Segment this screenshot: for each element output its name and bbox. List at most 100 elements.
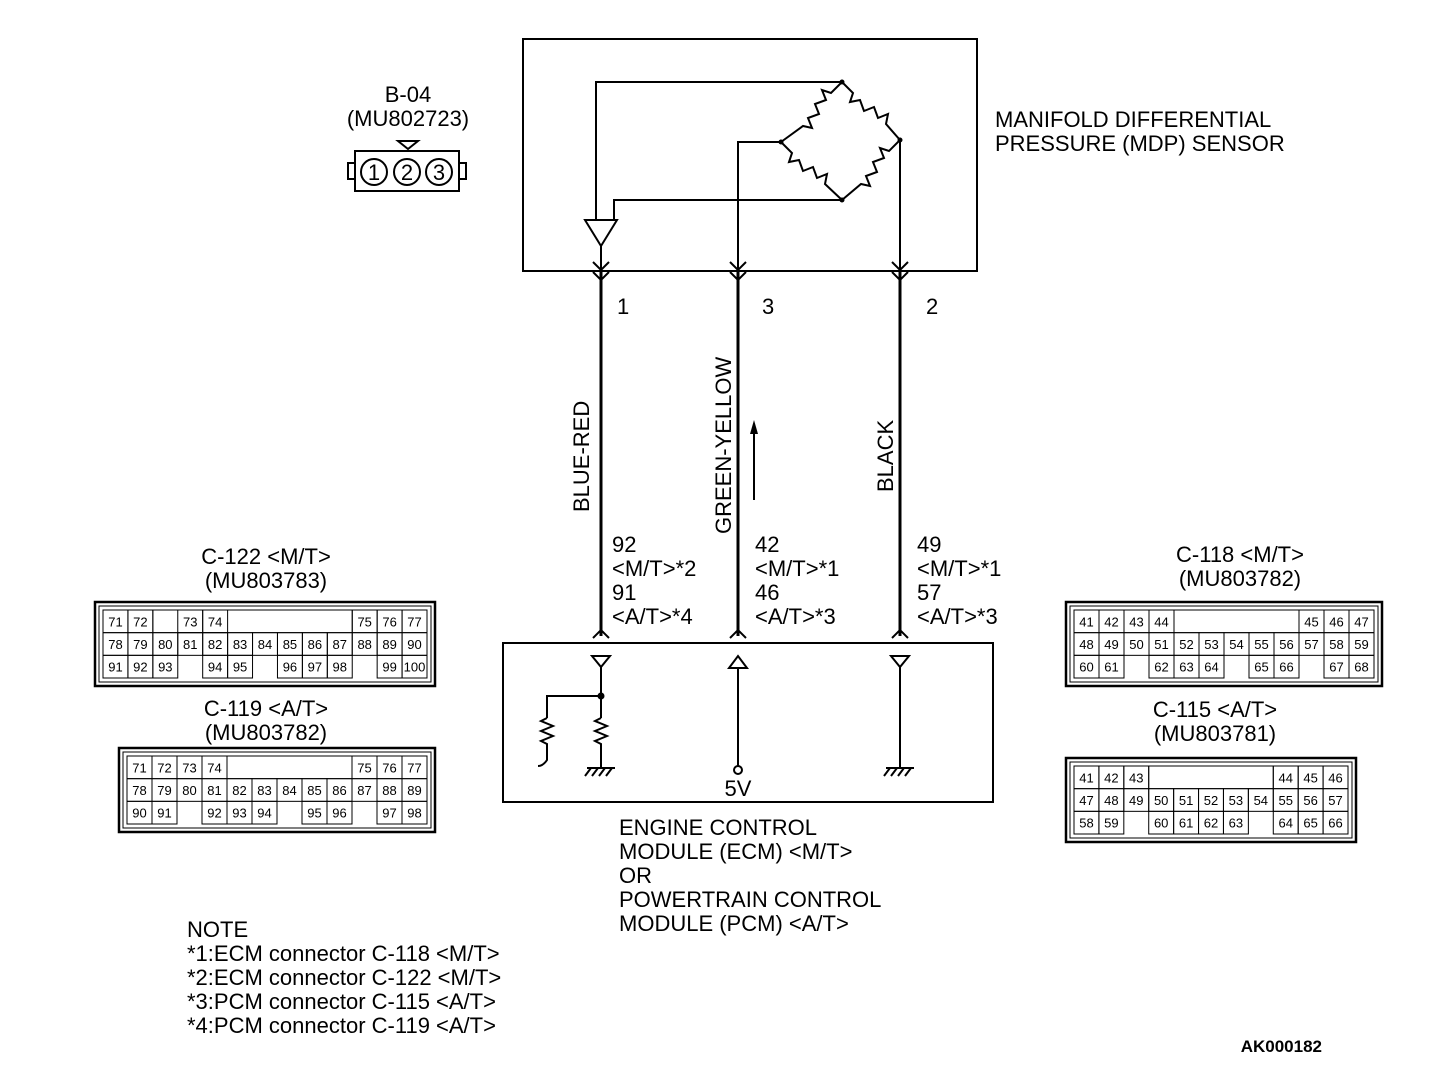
connector-pin-number: 80 [158, 637, 172, 652]
connector-pin-number: 58 [1079, 816, 1093, 831]
note-item: *3:PCM connector C-115 <A/T> [187, 989, 496, 1014]
connector-pin-number: 75 [357, 760, 371, 775]
connector-inner-outline [1069, 605, 1379, 683]
connector-pin-number: 97 [308, 660, 322, 675]
ecm-box [502, 642, 994, 803]
connector-pin-number: 52 [1204, 793, 1218, 808]
connector-pin-number: 49 [1104, 637, 1118, 652]
connector-inner-outline [1069, 761, 1353, 839]
connector-outline [93, 600, 437, 688]
connector-pin-number: 64 [1204, 660, 1218, 675]
connector-pin-label: 3 [433, 160, 445, 185]
connector-pin-number: 98 [333, 660, 347, 675]
connector-pin-number: 62 [1204, 816, 1218, 831]
ecm-label-line: MODULE (PCM) <A/T> [619, 911, 849, 936]
connector-pin-number: 63 [1179, 660, 1193, 675]
connector-pin-number: 53 [1204, 637, 1218, 652]
connector-pin-number: 61 [1104, 660, 1118, 675]
connector-cavity [1098, 654, 1125, 679]
connector-pin-number: 63 [1229, 816, 1243, 831]
connector-pin-number: 48 [1104, 793, 1118, 808]
connector-cavity [1222, 810, 1249, 835]
ecm-terminal-label: <M/T>*1 [755, 556, 839, 581]
ecm-label-line: POWERTRAIN CONTROL [619, 887, 881, 912]
connector-pin-number: 92 [207, 806, 221, 821]
connector-pin-number: 88 [357, 637, 371, 652]
connector-pin-number: 86 [308, 637, 322, 652]
connector-chevron-icon [729, 261, 747, 282]
connector-pin-number: 100 [404, 660, 426, 675]
mdp-sensor: MANIFOLD DIFFERENTIAL PRESSURE (MDP) SEN… [522, 38, 1285, 272]
connector-pin-number: 77 [407, 614, 421, 629]
sensor-connector-part: (MU802723) [347, 106, 469, 131]
connector-pin-number: 50 [1154, 793, 1168, 808]
connector-pin-number: 61 [1179, 816, 1193, 831]
connector-pin-number: 72 [157, 760, 171, 775]
sensor-name-line2: PRESSURE (MDP) SENSOR [995, 131, 1285, 156]
connector-title: C-119 <A/T> [204, 696, 328, 721]
connector-pin-number: 44 [1278, 770, 1292, 785]
ecm-terminal-label: 91 [612, 580, 636, 605]
ecm-terminal-label: 92 [612, 532, 636, 557]
connector-key-icon [395, 140, 421, 151]
connector-pin-number: 52 [1179, 637, 1193, 652]
connector-pin-number: 82 [232, 783, 246, 798]
connector-pin-number: 56 [1303, 793, 1317, 808]
connector-pin-number: 71 [132, 760, 146, 775]
connector-pin-number: 82 [208, 637, 222, 652]
connector-lock-tab [152, 609, 353, 634]
connector-pin-number: 67 [1329, 660, 1343, 675]
connector-pin-number: 41 [1079, 614, 1093, 629]
connector-pin-number: 87 [357, 783, 371, 798]
connector-pin-number: 55 [1254, 637, 1268, 652]
connector-pin-number: 64 [1278, 816, 1292, 831]
connector-pin-number: 41 [1079, 770, 1093, 785]
ecm-label-line: ENGINE CONTROL [619, 815, 817, 840]
connector-pin-number: 54 [1254, 793, 1268, 808]
note-item: *2:ECM connector C-122 <M/T> [187, 965, 501, 990]
ecm-terminal-label: 57 [917, 580, 941, 605]
connector-cavity [401, 654, 428, 679]
connector-pin-number: 90 [407, 637, 421, 652]
connector-chevron-icon [592, 628, 610, 639]
connector-pin-number: 66 [1279, 660, 1293, 675]
connector-pin-number: 57 [1328, 793, 1342, 808]
connector-outline [117, 746, 437, 834]
connector-pin-number: 95 [307, 806, 321, 821]
connector-pin-number: 45 [1303, 770, 1317, 785]
connector-pin-number: 79 [133, 637, 147, 652]
connector-pin-number: 68 [1354, 660, 1368, 675]
note-block: NOTE *1:ECM connector C-118 <M/T> *2:ECM… [187, 917, 501, 1038]
connector-pin-number: 59 [1354, 637, 1368, 652]
input-triangle-icon [888, 655, 912, 669]
connector-pin-number: 88 [382, 783, 396, 798]
output-triangle-icon [727, 654, 749, 669]
connector-inner-outline [98, 605, 432, 683]
wire-color-label: BLACK [873, 420, 898, 492]
connector-pin-label: 2 [401, 160, 413, 185]
sensor-name-line1: MANIFOLD DIFFERENTIAL [995, 107, 1271, 132]
connector-pin-number: 58 [1329, 637, 1343, 652]
connector-pin-number: 77 [407, 760, 421, 775]
connector-pin-number: 85 [307, 783, 321, 798]
connector-pin-number: 46 [1328, 770, 1342, 785]
wire-color-label: BLUE-RED [569, 401, 594, 512]
figure-id: AK000182 [1241, 1037, 1322, 1056]
supply-voltage-label: 5V [725, 776, 752, 801]
connector-pin-number: 44 [1154, 614, 1168, 629]
wire-pin-number: 2 [926, 294, 938, 319]
wire-pin-number: 1 [617, 294, 629, 319]
connector-pin-number: 42 [1104, 614, 1118, 629]
connector-pin-number: 81 [183, 637, 197, 652]
connector-outline [1064, 600, 1384, 688]
ecm-internal-wire [546, 695, 601, 718]
connector-pin-number: 60 [1154, 816, 1168, 831]
connector-cavity [152, 654, 179, 679]
connector-pin-number: 89 [382, 637, 396, 652]
amplifier-icon [583, 219, 619, 248]
connector-pin-number: 62 [1154, 660, 1168, 675]
connector-lock-tab [1173, 609, 1300, 634]
connector-pin-number: 75 [357, 614, 371, 629]
